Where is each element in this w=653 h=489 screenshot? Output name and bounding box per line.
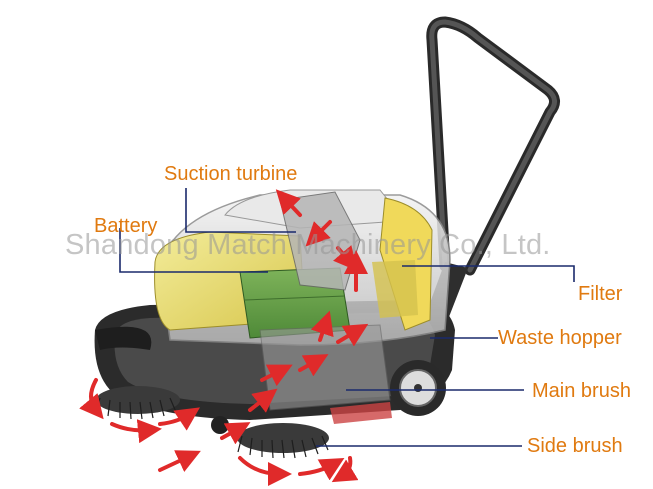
label-waste-hopper: Waste hopper bbox=[498, 327, 622, 349]
leader-filter bbox=[402, 265, 575, 282]
watermark: Shandong Match Machinery Co., Ltd. bbox=[65, 229, 551, 261]
label-side-brush: Side brush bbox=[527, 435, 623, 457]
side-brush-left bbox=[95, 386, 180, 420]
leader-suction-turbine bbox=[185, 188, 296, 233]
label-filter: Filter bbox=[578, 283, 623, 305]
main-wheel bbox=[390, 360, 446, 416]
leader-lines bbox=[119, 188, 575, 447]
side-brush-right bbox=[237, 423, 329, 459]
label-suction-turbine: Suction turbine bbox=[164, 163, 298, 185]
leader-battery bbox=[119, 228, 268, 273]
label-battery: Battery bbox=[94, 215, 158, 237]
airflow-arrows bbox=[79, 189, 369, 486]
label-main-brush: Main brush bbox=[532, 380, 631, 402]
front-wheel bbox=[211, 416, 229, 434]
